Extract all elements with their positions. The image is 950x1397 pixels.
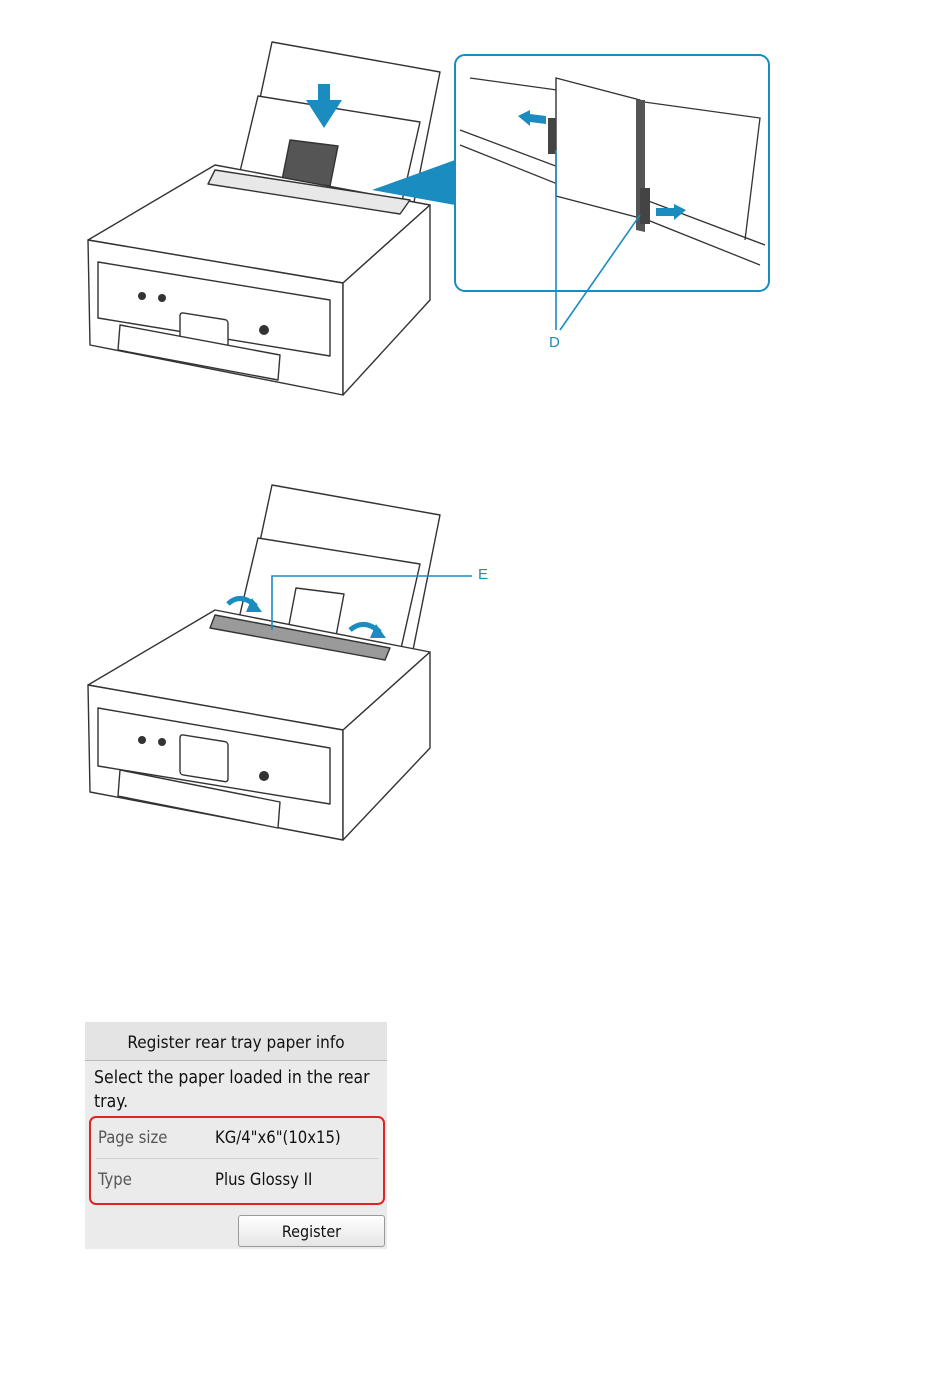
printer-load-paper-illustration	[0, 0, 950, 420]
page-size-setting[interactable]: Page size KG/4"x6"(10x15)	[96, 1118, 378, 1159]
register-button[interactable]: Register	[238, 1215, 385, 1247]
type-label: Type	[98, 1170, 132, 1189]
printer-close-slot-cover-illustration	[0, 480, 950, 860]
callout-label-e: E	[478, 566, 488, 583]
type-value: Plus Glossy II	[215, 1170, 312, 1189]
printer-lcd-screen: Register rear tray paper info Select the…	[85, 1022, 387, 1249]
callout-label-d: D	[549, 334, 560, 351]
page-size-label: Page size	[98, 1128, 167, 1147]
screen-title: Register rear tray paper info	[85, 1022, 387, 1061]
page-size-value: KG/4"x6"(10x15)	[215, 1128, 341, 1147]
paper-settings-highlight: Page size KG/4"x6"(10x15) Type Plus Glos…	[89, 1116, 385, 1205]
instruction-message: Select the paper loaded in the rear tray…	[94, 1066, 379, 1114]
paper-type-setting[interactable]: Type Plus Glossy II	[96, 1160, 378, 1200]
